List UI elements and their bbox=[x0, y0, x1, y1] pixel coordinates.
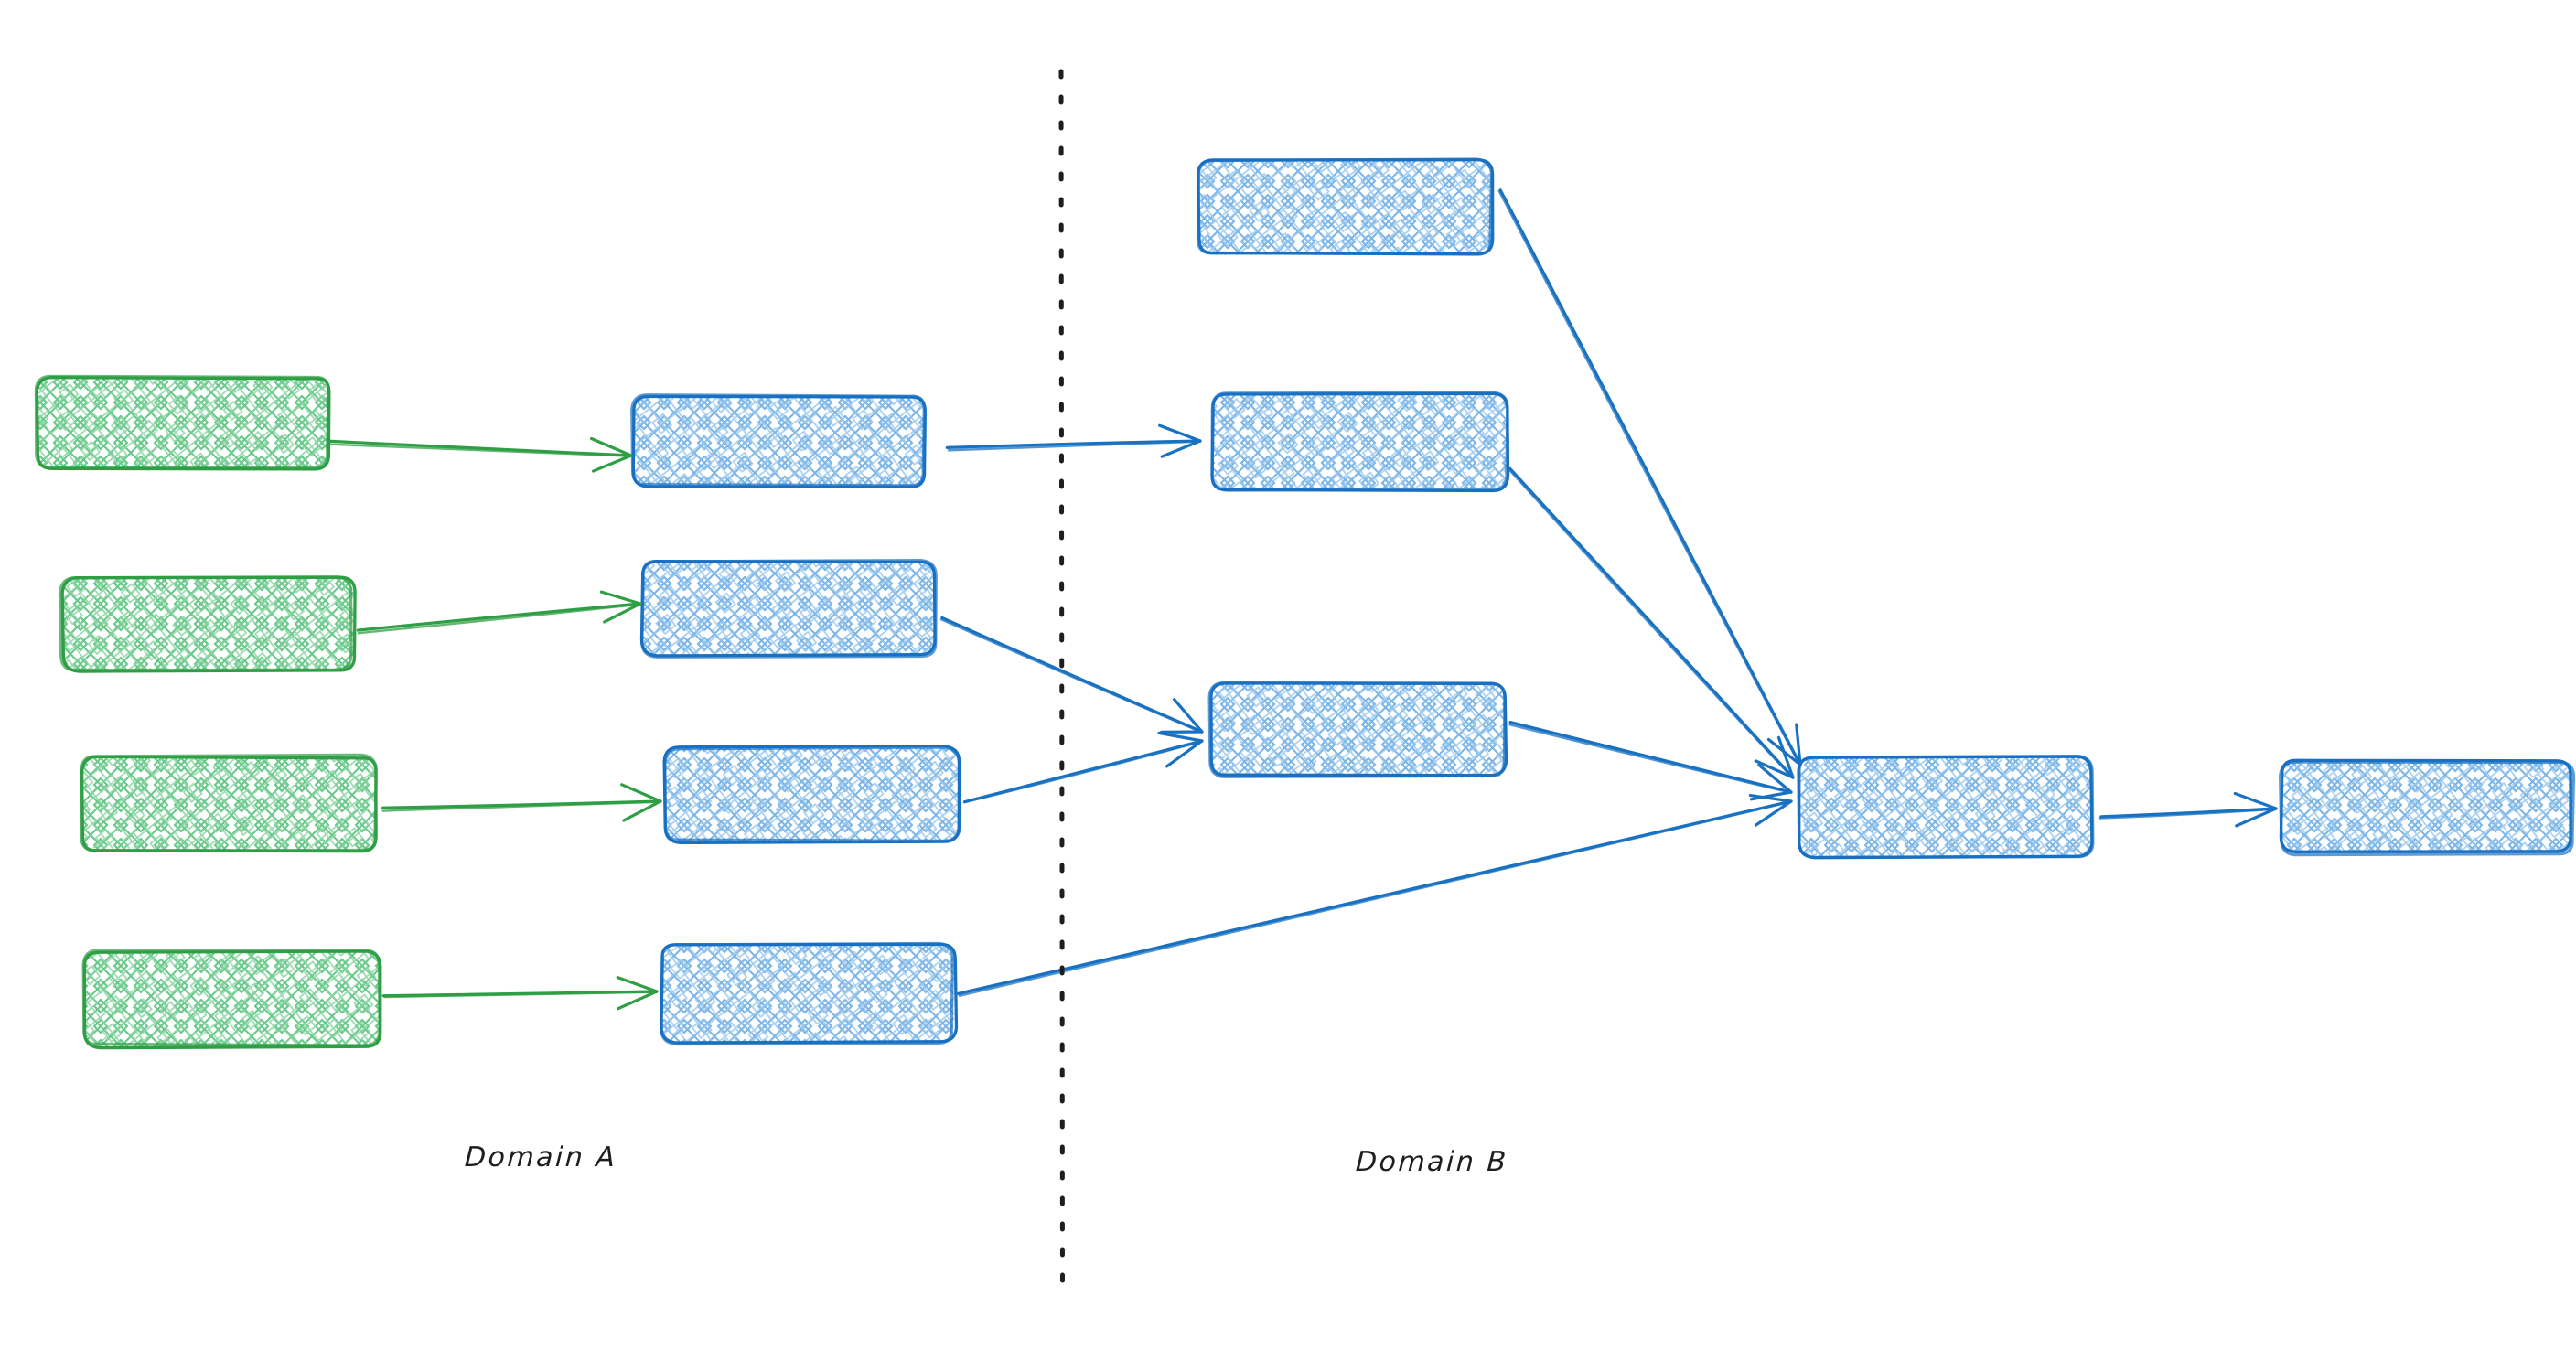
arrowhead bbox=[1754, 799, 1793, 827]
node-fill-secondary bbox=[2281, 760, 2572, 852]
node-fill-secondary bbox=[1197, 161, 1494, 255]
node-outline bbox=[1210, 391, 1509, 492]
node-fill-secondary bbox=[1211, 684, 1507, 778]
edge-line bbox=[939, 618, 1203, 734]
arrowhead bbox=[599, 590, 642, 606]
node-fill-secondary bbox=[84, 950, 380, 1047]
node-outline bbox=[630, 393, 926, 488]
node-fill-secondary bbox=[664, 747, 960, 842]
label-domain-a: Domain A bbox=[464, 1142, 618, 1174]
edge-layer bbox=[327, 188, 2278, 1011]
edge-line bbox=[381, 800, 662, 812]
arrowhead bbox=[1795, 723, 1802, 766]
edge-e10[interactable] bbox=[1507, 466, 1795, 779]
edge-e4[interactable] bbox=[381, 976, 659, 1011]
node-fill-secondary bbox=[1210, 393, 1507, 489]
node-layer bbox=[34, 157, 2576, 1050]
edge-e8[interactable] bbox=[957, 793, 1793, 997]
edge-line bbox=[357, 603, 642, 635]
arrowhead bbox=[591, 454, 633, 473]
edge-e9[interactable] bbox=[1497, 188, 1802, 766]
divider-layer bbox=[1058, 69, 1065, 1294]
arrowhead bbox=[603, 602, 642, 624]
node-fill-secondary bbox=[633, 394, 927, 487]
edge-e11[interactable] bbox=[1508, 720, 1793, 801]
arrowhead bbox=[589, 436, 633, 457]
node-outline bbox=[79, 753, 378, 852]
edge-line bbox=[947, 440, 1202, 452]
node-outline bbox=[58, 575, 353, 672]
edge-line bbox=[1497, 189, 1801, 766]
edge-e6[interactable] bbox=[939, 616, 1204, 734]
arrowhead bbox=[620, 783, 662, 803]
edge-e3[interactable] bbox=[381, 783, 662, 822]
node-outline bbox=[663, 745, 962, 843]
arrowhead bbox=[1157, 731, 1204, 743]
arrowhead bbox=[622, 799, 662, 822]
edge-line bbox=[383, 991, 659, 999]
node-outline bbox=[1196, 157, 1494, 256]
node-fill-secondary bbox=[1798, 757, 2093, 857]
edge-e7[interactable] bbox=[962, 731, 1204, 804]
node-outline bbox=[1208, 681, 1507, 778]
arrowhead bbox=[2235, 807, 2278, 828]
node-fill-secondary bbox=[641, 561, 935, 656]
node-fill-secondary bbox=[81, 755, 378, 849]
node-fill-secondary bbox=[61, 577, 354, 671]
node-outline bbox=[34, 374, 330, 470]
node-fill-secondary bbox=[660, 945, 954, 1043]
node-a-proc-1[interactable] bbox=[630, 393, 928, 488]
node-outline bbox=[640, 558, 938, 659]
edge-e5[interactable] bbox=[945, 423, 1202, 458]
node-outline bbox=[2278, 760, 2576, 857]
node-a-src-1[interactable] bbox=[34, 374, 331, 471]
edge-line bbox=[963, 740, 1204, 804]
edge-line bbox=[1498, 188, 1802, 766]
edge-line bbox=[1507, 467, 1794, 779]
edge-line bbox=[958, 800, 1793, 997]
domain-divider-line bbox=[1058, 69, 1065, 1294]
edge-line bbox=[2098, 808, 2278, 820]
node-b-node-3[interactable] bbox=[1208, 681, 1508, 778]
node-b-node-2[interactable] bbox=[1210, 391, 1510, 493]
arrowhead bbox=[617, 990, 659, 1011]
arrowhead bbox=[1749, 790, 1793, 801]
edge-e1[interactable] bbox=[327, 436, 633, 473]
node-a-src-4[interactable] bbox=[81, 949, 382, 1050]
node-a-src-3[interactable] bbox=[79, 753, 378, 853]
arrowhead bbox=[1776, 735, 1795, 779]
node-a-src-2[interactable] bbox=[58, 575, 357, 673]
arrowhead bbox=[1158, 423, 1202, 443]
node-a-proc-3[interactable] bbox=[662, 744, 962, 845]
arrowhead bbox=[1173, 698, 1204, 734]
arrowhead bbox=[1757, 763, 1793, 794]
arrowhead bbox=[1748, 793, 1793, 803]
edge-line bbox=[356, 602, 642, 632]
node-b-sink[interactable] bbox=[2278, 758, 2576, 857]
node-a-proc-4[interactable] bbox=[660, 941, 959, 1046]
node-outline bbox=[1798, 754, 2095, 859]
edge-e12[interactable] bbox=[2098, 791, 2278, 828]
node-a-proc-2[interactable] bbox=[639, 558, 938, 659]
edge-line bbox=[327, 443, 633, 457]
edge-e2[interactable] bbox=[356, 590, 642, 635]
arrowhead bbox=[2233, 791, 2278, 810]
node-b-hub[interactable] bbox=[1797, 754, 2095, 860]
node-outline bbox=[81, 949, 381, 1047]
arrowhead bbox=[1160, 439, 1202, 458]
edge-line bbox=[1508, 724, 1793, 794]
arrowhead bbox=[1754, 759, 1795, 779]
node-b-node-1[interactable] bbox=[1196, 157, 1495, 256]
arrowhead bbox=[1165, 739, 1204, 768]
node-fill-secondary bbox=[36, 376, 328, 469]
arrowhead bbox=[616, 976, 659, 993]
node-outline bbox=[660, 941, 955, 1046]
label-domain-b: Domain B bbox=[1355, 1146, 1509, 1178]
